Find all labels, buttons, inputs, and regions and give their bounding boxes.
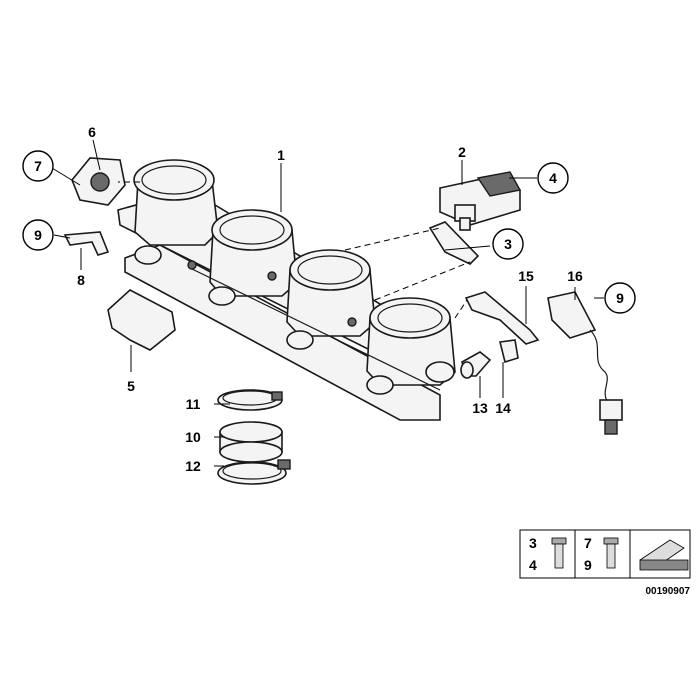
idle-actuator[interactable]: [439, 171, 522, 231]
throttle-position-sensor[interactable]: [71, 157, 126, 206]
callout-2: 2: [458, 144, 466, 160]
direction-arrow-icon: [639, 539, 689, 571]
callout-6: 6: [88, 124, 96, 140]
legend-a-bottom: 4: [529, 557, 537, 573]
hose-clip[interactable]: [499, 339, 519, 364]
callout-14: 14: [495, 400, 511, 416]
legend-b-top: 7: [584, 535, 592, 551]
mounting-bracket[interactable]: [63, 231, 110, 256]
callout-8: 8: [77, 272, 85, 288]
callout-5: 5: [127, 378, 135, 394]
callout-16: 16: [567, 268, 583, 284]
callout-12: 12: [185, 458, 201, 474]
hose-nipple[interactable]: [460, 351, 492, 379]
callout-1: 1: [277, 147, 285, 163]
legend-a-top: 3: [529, 535, 537, 551]
screw-icon: [603, 537, 619, 569]
bolt-icon: [551, 537, 567, 569]
actuator-gasket[interactable]: [428, 221, 480, 265]
callout-3-circle: 3: [492, 228, 524, 260]
fastener-legend: 3 4 7 9: [519, 529, 691, 579]
callout-4-circle: 4: [537, 162, 569, 194]
throttle-body-assembly[interactable]: [117, 159, 456, 421]
diagram-id: 00190907: [646, 586, 691, 597]
callout-9a: 9: [34, 227, 42, 243]
intake-clamp-lower[interactable]: [217, 459, 291, 485]
leader-lines: [51, 139, 604, 467]
cover-plate[interactable]: [107, 289, 176, 351]
callout-15: 15: [518, 268, 534, 284]
callout-9b-circle: 9: [604, 282, 636, 314]
legend-b-bottom: 9: [584, 557, 592, 573]
callout-11: 11: [186, 396, 201, 412]
callout-7: 7: [34, 158, 42, 174]
callout-7-circle: 7: [22, 150, 54, 182]
rubber-sleeve[interactable]: [219, 421, 283, 463]
callout-10: 10: [185, 429, 201, 445]
callout-9a-circle: 9: [22, 219, 54, 251]
pressure-sensor[interactable]: [547, 291, 623, 435]
intake-clamp-upper[interactable]: [217, 389, 283, 411]
callout-4: 4: [549, 170, 557, 186]
callout-13: 13: [472, 400, 488, 416]
callout-9b: 9: [616, 290, 624, 306]
sensor-bracket[interactable]: [464, 291, 540, 345]
callout-3: 3: [504, 236, 512, 252]
